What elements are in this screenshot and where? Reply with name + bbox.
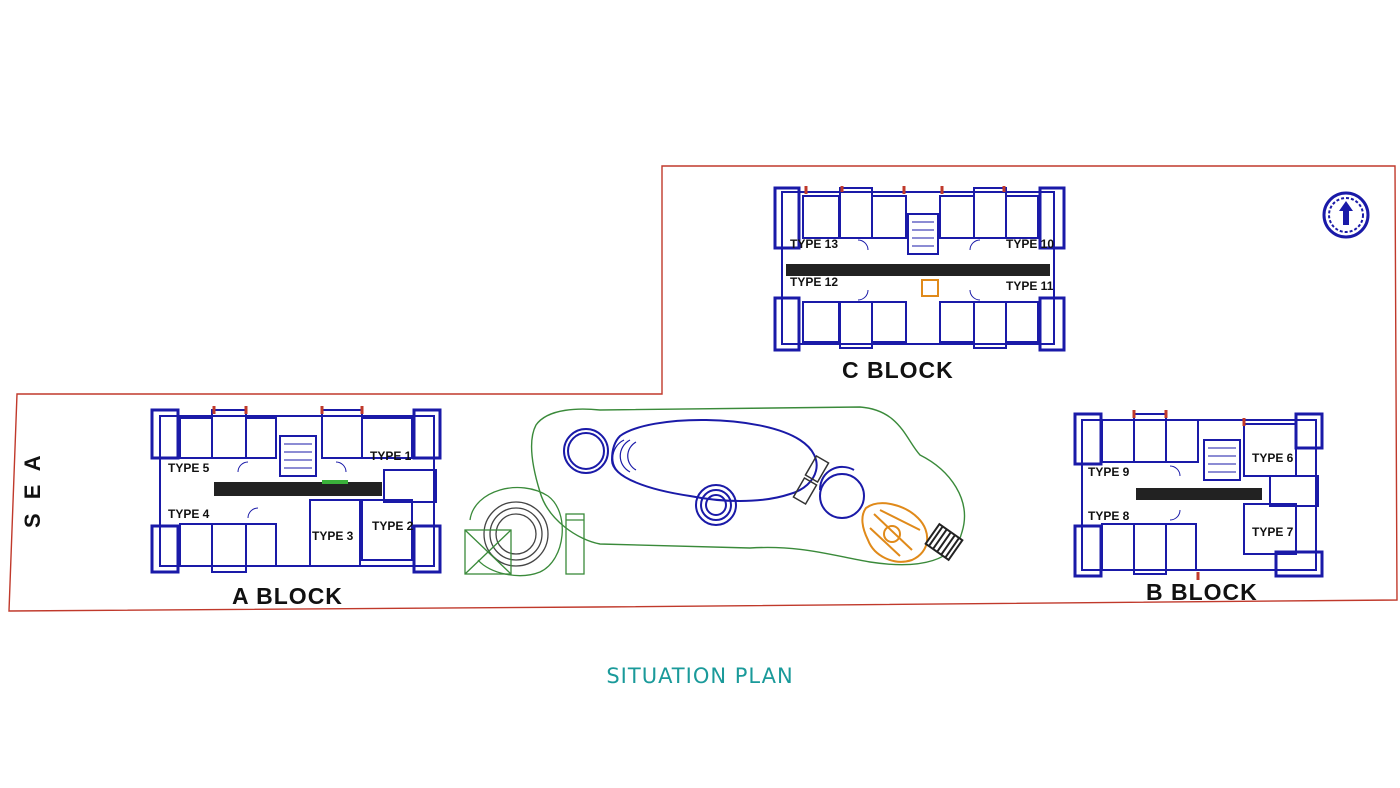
site-boundary bbox=[8, 165, 1398, 612]
c-block-lift bbox=[921, 279, 939, 297]
c-block-building bbox=[773, 186, 1066, 352]
c-block-corridor bbox=[786, 264, 1050, 276]
b-block-building bbox=[1073, 412, 1324, 578]
a-block-corridor-accent bbox=[322, 480, 348, 484]
b-block-type-6: TYPE 6 bbox=[1252, 451, 1294, 465]
swimming-pool bbox=[610, 419, 818, 502]
a-block-building bbox=[150, 408, 442, 574]
c-block-type-12: TYPE 12 bbox=[790, 275, 838, 289]
b-block-type-7: TYPE 7 bbox=[1252, 525, 1294, 539]
deck-stair bbox=[924, 522, 964, 562]
c-block-type-13: TYPE 13 bbox=[790, 237, 838, 251]
deck-detail bbox=[861, 502, 928, 563]
pool-steps bbox=[612, 439, 637, 477]
a-block-type-5: TYPE 5 bbox=[168, 461, 210, 475]
jacuzzi-left bbox=[563, 428, 609, 474]
c-block-type-11: TYPE 11 bbox=[1006, 279, 1054, 293]
sun-loungers bbox=[792, 454, 830, 506]
a-block-type-4: TYPE 4 bbox=[168, 507, 210, 521]
b-block-corridor bbox=[1136, 488, 1262, 500]
a-block-type-3: TYPE 3 bbox=[312, 529, 354, 543]
a-block-type-2: TYPE 2 bbox=[372, 519, 414, 533]
kids-pool bbox=[819, 465, 865, 519]
jacuzzi-centre bbox=[695, 484, 737, 526]
landscape-outline bbox=[531, 406, 966, 566]
a-block-corridor bbox=[214, 482, 382, 496]
pavilion bbox=[464, 487, 585, 577]
b-block-label: B BLOCK bbox=[1146, 579, 1258, 605]
situation-plan-caption: SITUATION PLAN bbox=[606, 664, 794, 688]
c-block-label: C BLOCK bbox=[842, 357, 954, 383]
c-block-type-10: TYPE 10 bbox=[1006, 237, 1054, 251]
b-block-type-8: TYPE 8 bbox=[1088, 509, 1130, 523]
north-arrow-icon bbox=[1322, 191, 1370, 239]
sea-label: S E A bbox=[20, 451, 45, 528]
b-block-type-9: TYPE 9 bbox=[1088, 465, 1130, 479]
a-block-label: A BLOCK bbox=[232, 583, 343, 609]
a-block-type-1: TYPE 1 bbox=[370, 449, 412, 463]
